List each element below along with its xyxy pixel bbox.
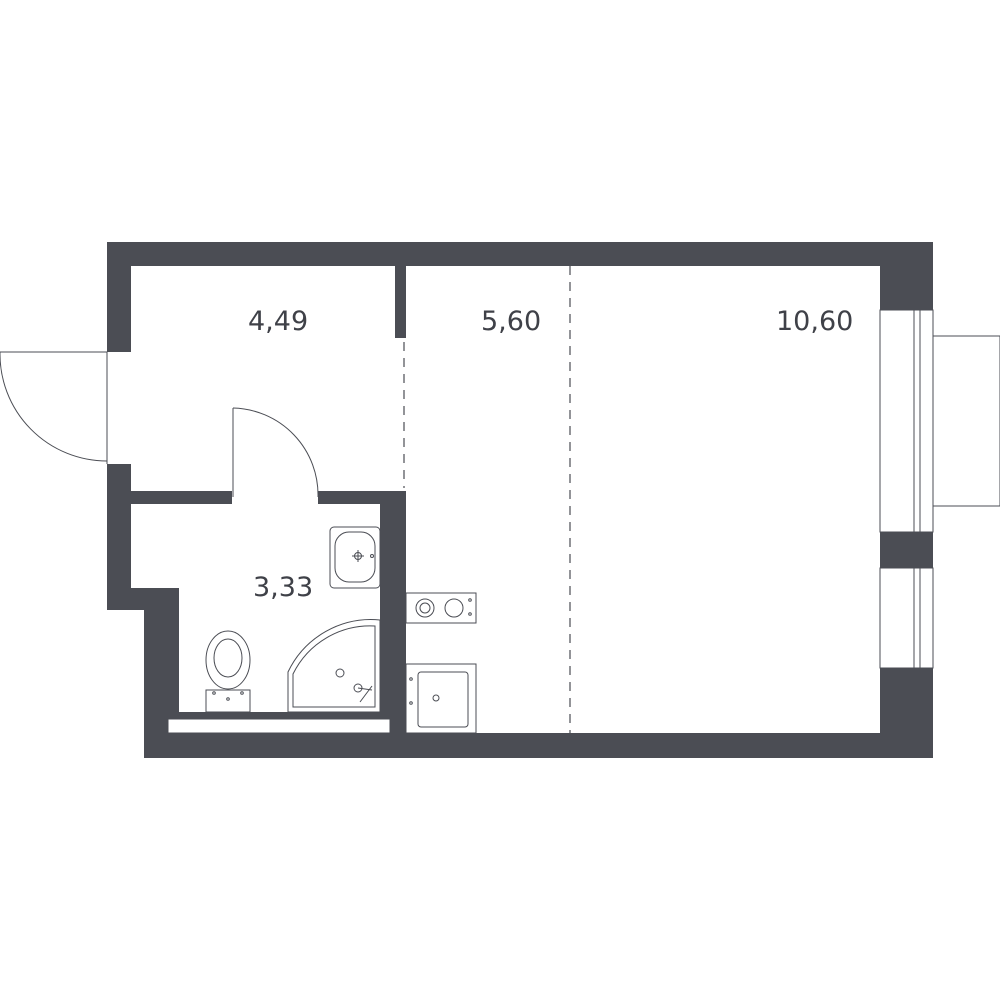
area-label-kitchen: 5,60 bbox=[481, 306, 541, 337]
wall-top bbox=[107, 242, 933, 266]
bathroom-door bbox=[232, 407, 319, 498]
window-upper bbox=[879, 309, 934, 533]
windows bbox=[879, 309, 1000, 669]
window-lower bbox=[879, 567, 934, 669]
entry-door-swing bbox=[0, 352, 108, 462]
balcony-box bbox=[932, 335, 1000, 507]
bath-bottom-ledge bbox=[167, 718, 391, 734]
toilet-icon bbox=[205, 630, 251, 713]
bath-door-swing bbox=[232, 407, 319, 498]
wall-right-mid bbox=[880, 532, 933, 568]
wall-right-bottom bbox=[880, 668, 933, 758]
wall-right-top bbox=[880, 242, 933, 310]
kitchen-sink-icon bbox=[405, 663, 477, 734]
wall-bath-bottom bbox=[166, 712, 390, 720]
wall-bottom bbox=[144, 733, 933, 758]
interior-walls bbox=[131, 266, 406, 758]
area-label-bathroom: 3,33 bbox=[253, 572, 313, 603]
shower-icon bbox=[287, 619, 381, 713]
wall-bath-top-left bbox=[131, 491, 232, 504]
bathroom-fixtures bbox=[205, 526, 381, 713]
wall-left-upper bbox=[107, 242, 131, 352]
wall-hall-kitchen bbox=[395, 266, 406, 338]
wall-left-lower bbox=[107, 464, 131, 610]
stove-icon bbox=[405, 592, 477, 624]
sink-icon bbox=[329, 526, 381, 589]
entry-door bbox=[0, 351, 108, 464]
area-label-hallway: 4,49 bbox=[248, 306, 308, 337]
area-label-living-room: 10,60 bbox=[776, 306, 853, 337]
kitchen-fixtures bbox=[405, 592, 477, 734]
